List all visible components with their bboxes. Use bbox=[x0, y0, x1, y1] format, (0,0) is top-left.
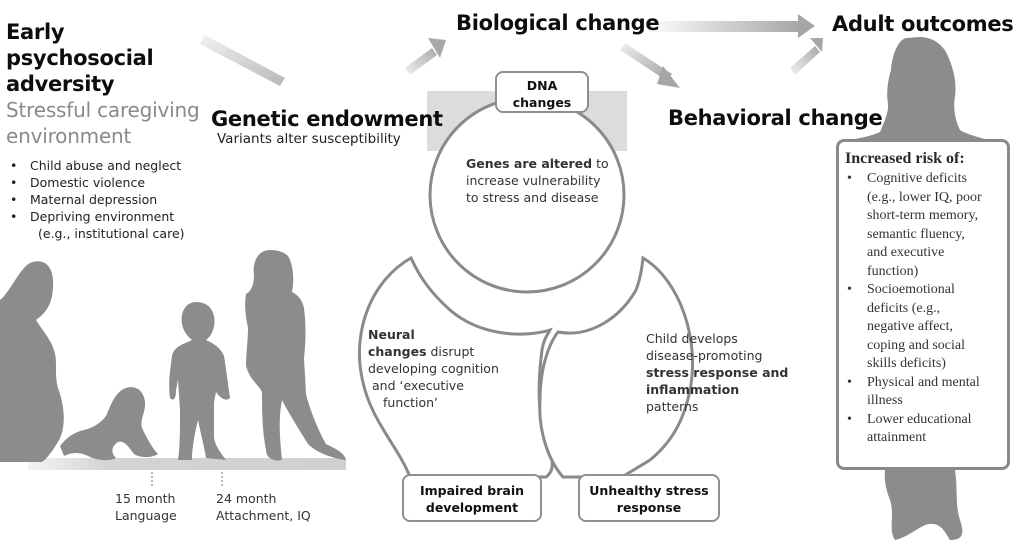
brain-box-line1: Impaired brain bbox=[419, 483, 525, 498]
early-adversity-title: Early psychosocial adversity bbox=[6, 20, 154, 96]
brain-box-line2: development bbox=[425, 500, 519, 515]
dna-changes-box: DNA changes bbox=[495, 71, 589, 113]
ground-strip bbox=[28, 458, 346, 470]
increased-risk-heading: Increased risk of: bbox=[845, 150, 965, 167]
genetic-endowment-subtitle: Variants alter susceptibility bbox=[217, 131, 401, 147]
dna-box-line2: changes bbox=[512, 95, 572, 110]
increased-risk-box: Increased risk of: Cognitive deficits(e.… bbox=[836, 139, 1010, 470]
dna-box-line1: DNA bbox=[526, 78, 558, 93]
stress-description: Child develops disease-promoting stress … bbox=[646, 330, 788, 415]
list-item: Child abuse and neglect bbox=[6, 157, 199, 174]
dna-text-line2: increase vulnerability bbox=[466, 173, 601, 188]
adult-silhouette bbox=[850, 37, 988, 540]
arrow-to-behavioral bbox=[620, 43, 680, 88]
unhealthy-stress-box: Unhealthy stress response bbox=[578, 474, 720, 522]
dna-text-bold: Genes are altered bbox=[466, 156, 593, 171]
list-item: Maternal depression bbox=[6, 191, 199, 208]
risk-item-cognitive: Cognitive deficits(e.g., lower IQ, poors… bbox=[845, 170, 1003, 281]
brain-text-bold1: Neural bbox=[368, 327, 415, 342]
timeline-label-15-month: 15 month Language bbox=[115, 490, 177, 524]
list-item: Domestic violence bbox=[6, 174, 199, 191]
timeline-15-domain: Language bbox=[115, 508, 177, 523]
arrow-behavioral-to-adult bbox=[790, 38, 823, 75]
stress-text-line1: Child develops bbox=[646, 331, 738, 346]
list-item: Depriving environment bbox=[6, 208, 199, 225]
timeline-label-24-month: 24 month Attachment, IQ bbox=[216, 490, 311, 524]
biological-change-title: Biological change bbox=[456, 11, 660, 35]
stressful-env-heading-line1: Stressful caregiving bbox=[6, 98, 200, 122]
stress-text-bold4: inflammation bbox=[646, 382, 740, 397]
timeline-24-domain: Attachment, IQ bbox=[216, 508, 311, 523]
dna-text-rest: to bbox=[592, 156, 609, 171]
brain-description: Neural changes disrupt developing cognit… bbox=[368, 326, 499, 411]
child-silhouette bbox=[245, 250, 346, 461]
genetic-endowment-title: Genetic endowment bbox=[211, 107, 443, 131]
dna-text-line3: to stress and disease bbox=[466, 190, 599, 205]
list-item-continuation: (e.g., institutional care) bbox=[38, 226, 185, 241]
toddler-silhouette bbox=[169, 302, 230, 460]
brain-text-rest2: disrupt bbox=[426, 344, 475, 359]
stress-box-line1: Unhealthy stress bbox=[589, 483, 709, 498]
arrow-to-biological bbox=[405, 38, 446, 75]
impaired-brain-box: Impaired brain development bbox=[402, 474, 542, 522]
behavioral-change-title: Behavioral change bbox=[668, 106, 883, 130]
stressful-env-list: Child abuse and neglect Domestic violenc… bbox=[6, 157, 199, 225]
stress-text-line2: disease-promoting bbox=[646, 348, 763, 363]
stress-text-bold3: stress response and bbox=[646, 365, 789, 380]
stress-box-line2: response bbox=[616, 500, 682, 515]
arrow-adversity-streak bbox=[200, 35, 285, 86]
stress-text-line5: patterns bbox=[646, 399, 699, 414]
brain-text-bold2: changes bbox=[368, 344, 427, 359]
baby-silhouette bbox=[60, 387, 158, 461]
brain-text-line5: function’ bbox=[383, 395, 439, 410]
adult-outcomes-title: Adult outcomes bbox=[832, 12, 1014, 36]
mother-silhouette bbox=[0, 261, 64, 462]
dna-description: Genes are altered to increase vulnerabil… bbox=[466, 155, 609, 206]
brain-text-line3: developing cognition bbox=[368, 361, 499, 376]
stressful-env-section: Stressful caregiving environment Child a… bbox=[6, 97, 200, 242]
arrow-to-adult-outcomes bbox=[645, 14, 815, 38]
stressful-env-heading-line2: environment bbox=[6, 124, 132, 148]
timeline-15-age: 15 month bbox=[115, 491, 176, 506]
risk-list: Cognitive deficits(e.g., lower IQ, poors… bbox=[845, 170, 1003, 448]
timeline-24-age: 24 month bbox=[216, 491, 277, 506]
brain-text-line4: and ‘executive bbox=[372, 378, 464, 393]
circle-stress bbox=[538, 255, 695, 479]
